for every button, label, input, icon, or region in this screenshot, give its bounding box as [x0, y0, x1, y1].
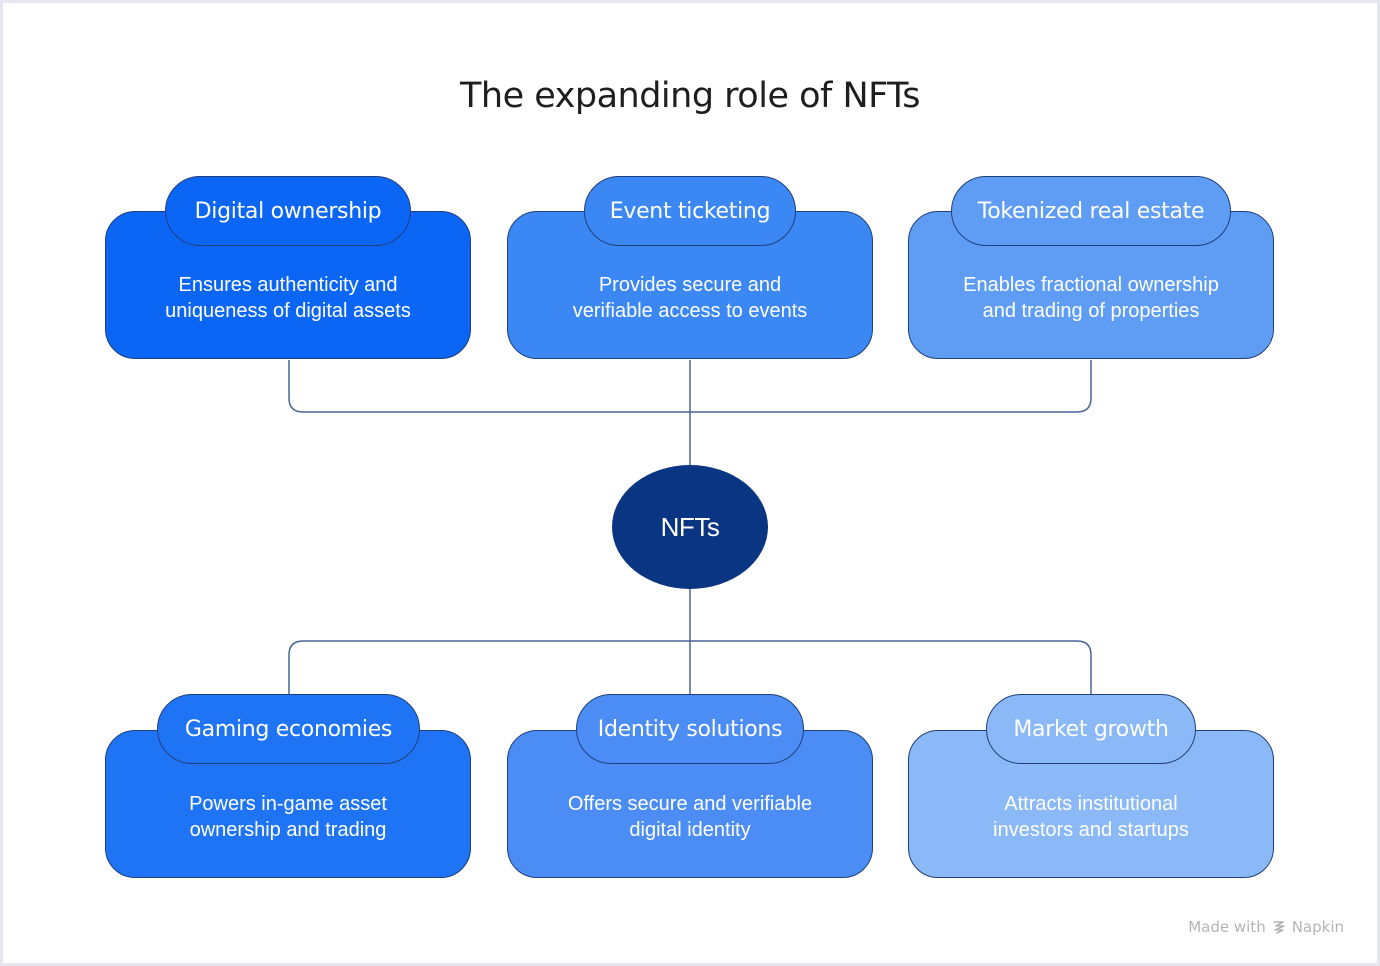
node-description: Enables fractional ownership and trading…: [963, 274, 1219, 322]
watermark: Made with Napkin: [1188, 918, 1344, 936]
connector-top-right: [690, 360, 1092, 413]
node-description: Powers in-game asset ownership and tradi…: [189, 793, 387, 841]
node-title-market-growth: Market growth: [986, 694, 1196, 764]
diagram-title: The expanding role of NFTs: [460, 76, 920, 116]
node-description: Ensures authenticity and uniqueness of d…: [165, 274, 411, 322]
node-description: Provides secure and verifiable access to…: [572, 274, 808, 322]
connector-bottom-right: [690, 640, 1092, 694]
node-title-event-ticketing: Event ticketing: [584, 176, 796, 246]
node-title-gaming-economies: Gaming economies: [157, 694, 420, 764]
center-node-nfts: NFTs: [612, 465, 768, 589]
node-title-identity-solutions: Identity solutions: [576, 694, 804, 764]
node-title-tokenized-real-estate: Tokenized real estate: [951, 176, 1231, 246]
watermark-prefix: Made with: [1188, 918, 1266, 936]
watermark-brand: Napkin: [1291, 918, 1344, 936]
node-title-digital-ownership: Digital ownership: [165, 176, 411, 246]
node-card-gaming-economies: Powers in-game asset ownership and tradi…: [105, 730, 471, 878]
napkin-logo-icon: [1272, 921, 1285, 934]
connector-top-left: [288, 360, 690, 413]
connector-bottom-left: [288, 640, 690, 694]
node-description: Attracts institutional investors and sta…: [993, 793, 1189, 841]
node-description: Offers secure and verifiable digital ide…: [567, 793, 813, 841]
